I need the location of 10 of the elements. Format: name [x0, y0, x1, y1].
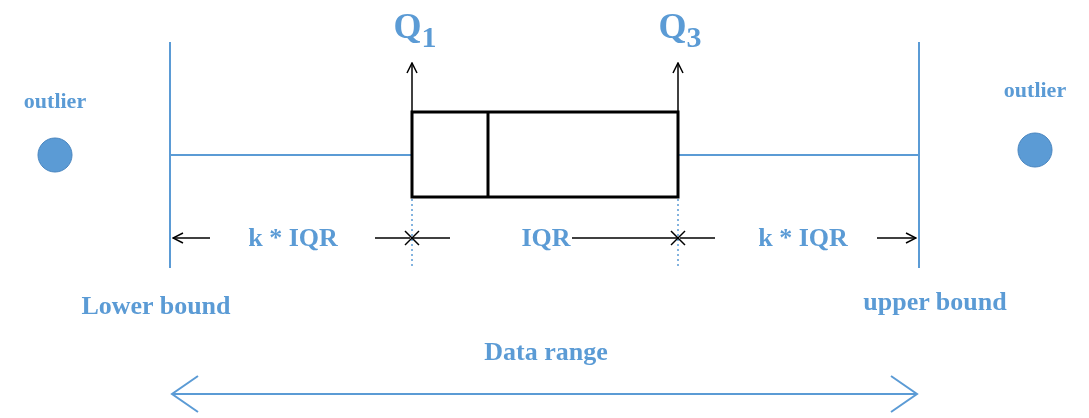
bound-label: Lower bound [81, 291, 231, 321]
range-label: k * IQR [248, 223, 338, 253]
outlier-label: outlier [23, 88, 87, 114]
bound-label: upper bound [863, 287, 1007, 317]
outlier-label: outlier [1003, 77, 1067, 103]
range-label: IQR [521, 223, 571, 253]
quartile-label: Q$_{1}$ [393, 7, 437, 53]
range-label: Data range [484, 337, 608, 367]
quartile-label: Q$_{3}$ [658, 7, 702, 53]
range-label: k * IQR [758, 223, 848, 253]
